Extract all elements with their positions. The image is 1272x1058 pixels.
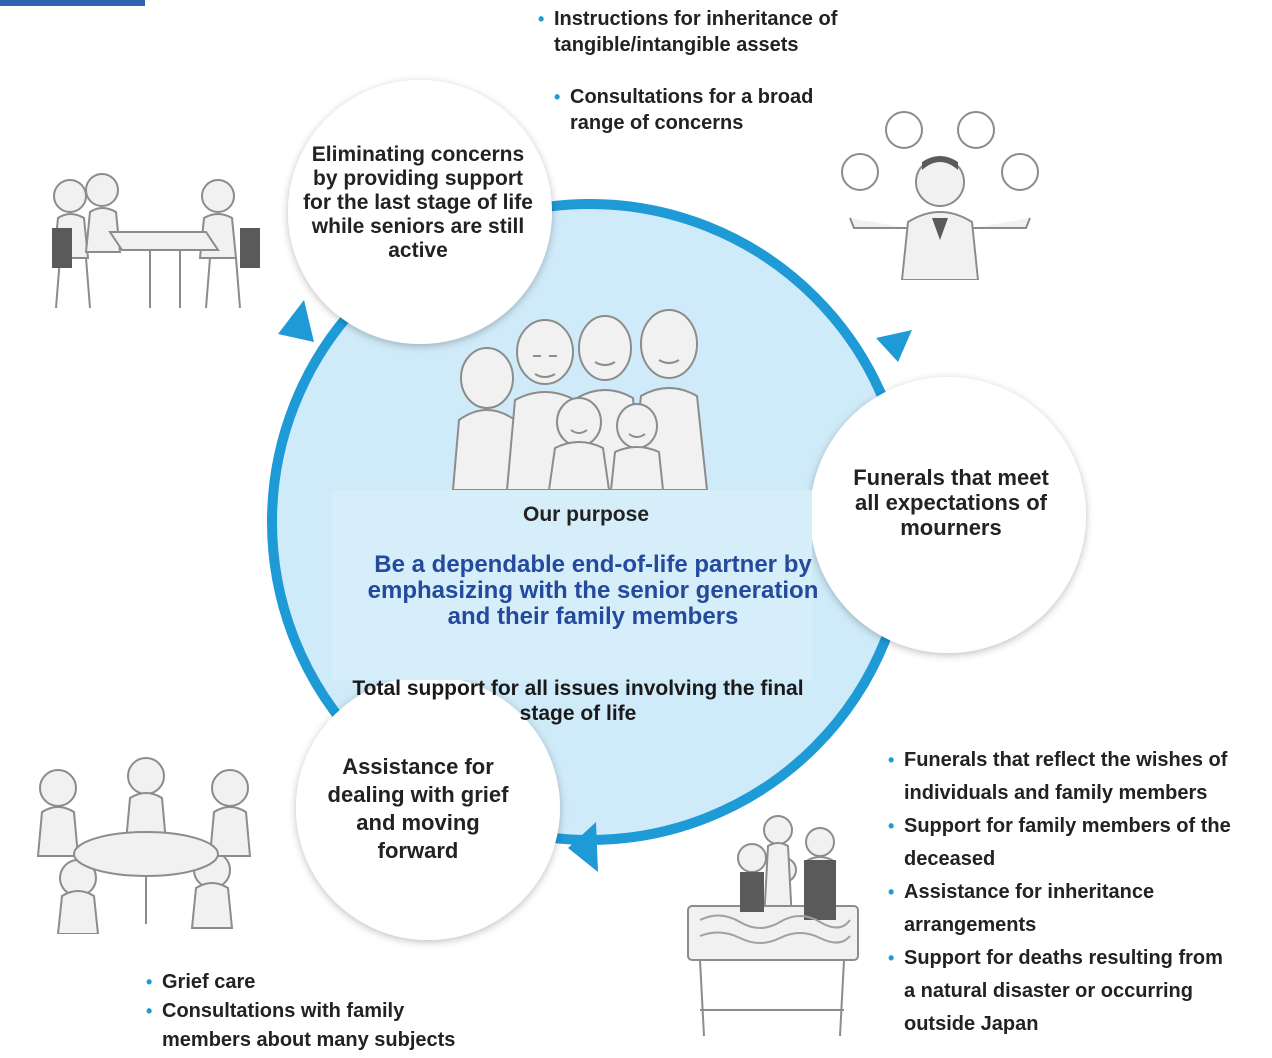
circle-label-right: Funerals that meet all expectations of m… (853, 465, 1049, 540)
purpose-heading: Our purpose (522, 503, 649, 526)
advisor-with-icons-illustration (841, 111, 1039, 280)
support-statement: Total support for all issues involving t… (352, 677, 804, 725)
right-bullet-item: Support for family members of the deceas… (888, 810, 1254, 876)
consultation-table-illustration (52, 173, 260, 309)
circle-label-top: Eliminating concerns by providing suppor… (303, 143, 533, 262)
right-bullet-item: Assistance for inheritance arrangements (888, 876, 1254, 942)
purpose-statement: Be a dependable end-of-life partner by e… (367, 551, 819, 630)
right-bullet-list: Funerals that reflect the wishes of indi… (888, 744, 1254, 1041)
funeral-casket-illustration (687, 815, 859, 1037)
circle-top (288, 80, 552, 344)
right-bullet-item: Support for deaths resulting from a natu… (888, 942, 1234, 1041)
purpose-box (332, 490, 812, 680)
arrowhead-left (278, 300, 314, 342)
left-bullet-item: Grief care (146, 968, 486, 997)
corner-tab (0, 0, 145, 6)
grief-support-group-illustration (36, 757, 252, 934)
circle-bottom (296, 676, 560, 940)
family-group-illustration (451, 309, 709, 490)
arrowhead-bottom (568, 822, 598, 872)
arrowhead-right (876, 330, 912, 362)
left-bullet-item: Consultations with family members about … (146, 997, 486, 1055)
circle-right (810, 377, 1086, 653)
circle-label-bottom: Assistance for dealing with grief and mo… (327, 754, 509, 863)
top-bullet-list: Instructions for inheritance of tangible… (538, 6, 878, 136)
right-bullet-item: Funerals that reflect the wishes of indi… (888, 744, 1254, 810)
top-bullet-item: Consultations for a broad range of conce… (554, 84, 860, 136)
top-bullet-item: Instructions for inheritance of tangible… (538, 6, 878, 58)
left-bullet-list: Grief care Consultations with family mem… (146, 968, 486, 1055)
